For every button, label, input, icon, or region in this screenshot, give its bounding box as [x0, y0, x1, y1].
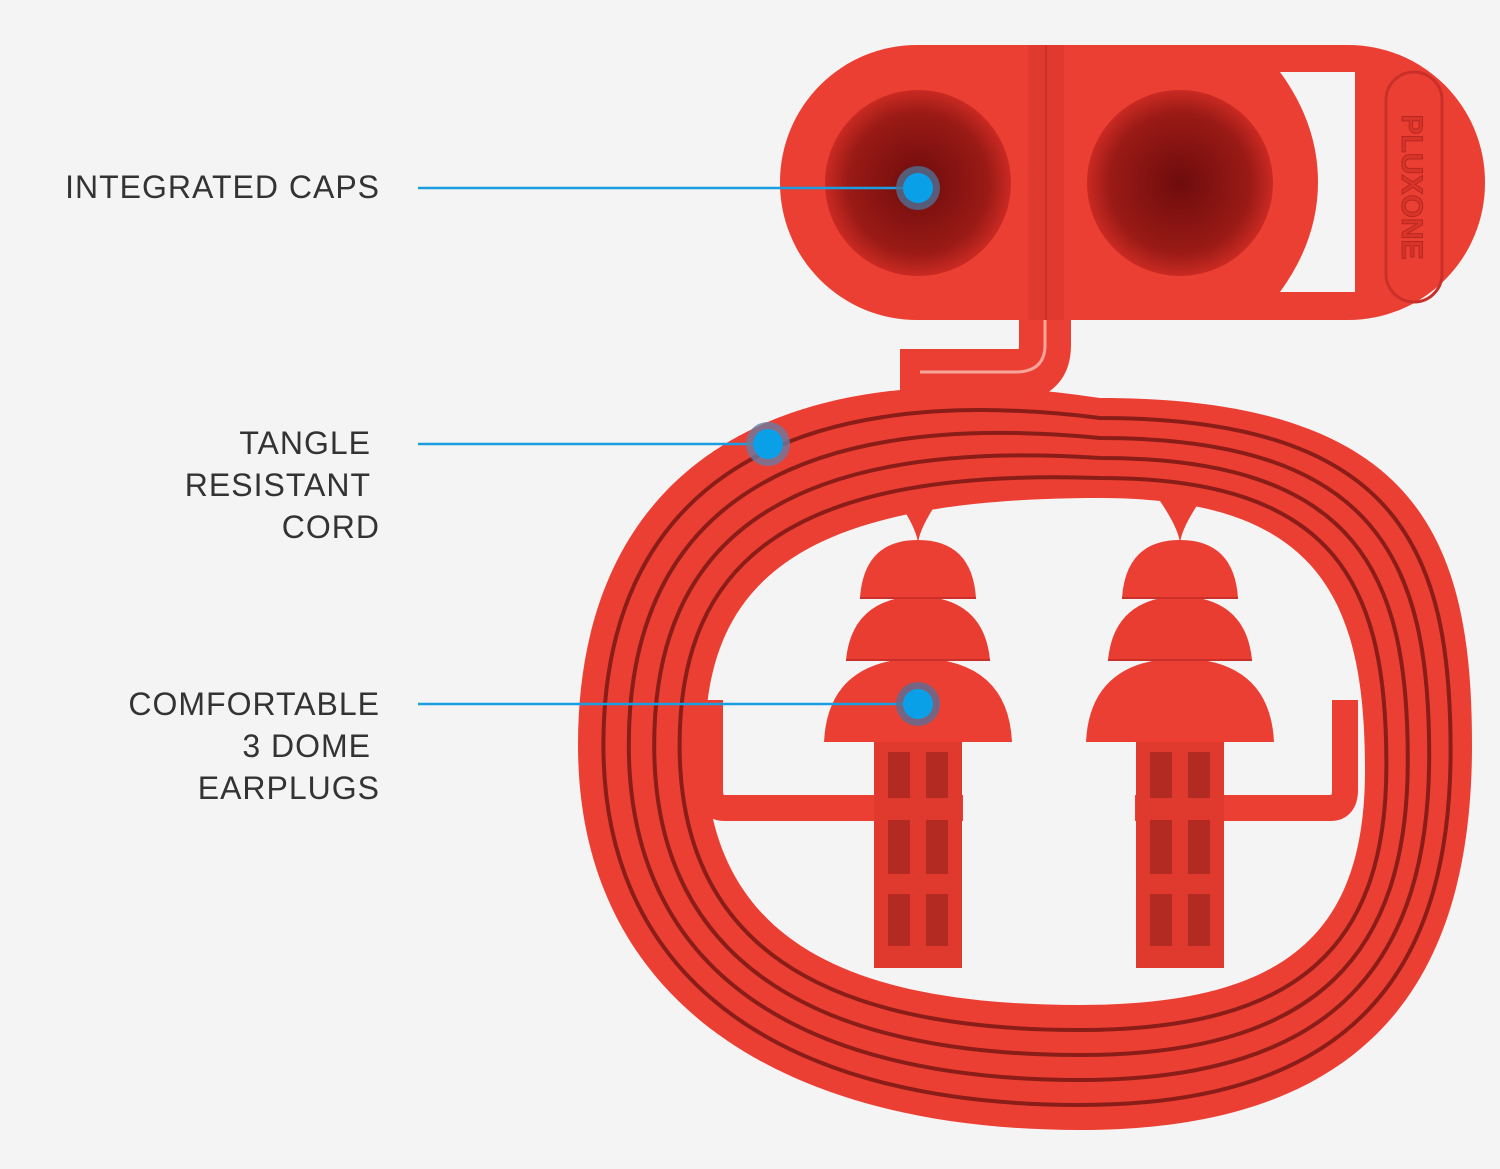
- cord-groove: [601, 408, 1453, 1108]
- tangle-resistant-cord: [578, 300, 1472, 1131]
- cord-groove: [652, 453, 1410, 1058]
- callout-lines: [418, 186, 905, 706]
- cap-right: [1087, 90, 1273, 276]
- cord-groove: [626, 430, 1432, 1083]
- brand-logo: PLUXONE: [1395, 114, 1428, 259]
- cord-groove: [677, 475, 1389, 1033]
- clip-slot: [1280, 72, 1355, 292]
- callout-integrated-caps: INTEGRATED CAPS: [65, 169, 380, 205]
- callout-3-dome-earplugs: COMFORTABLE 3 DOME EARPLUGS: [128, 686, 380, 806]
- integrated-caps: PLUXONE: [780, 45, 1485, 320]
- earplug-right: [1086, 498, 1358, 968]
- callout-tangle-resistant-cord: TANGLE RESISTANT CORD: [184, 425, 380, 545]
- earplug-left: [697, 498, 1012, 968]
- callout-dots: [746, 166, 940, 726]
